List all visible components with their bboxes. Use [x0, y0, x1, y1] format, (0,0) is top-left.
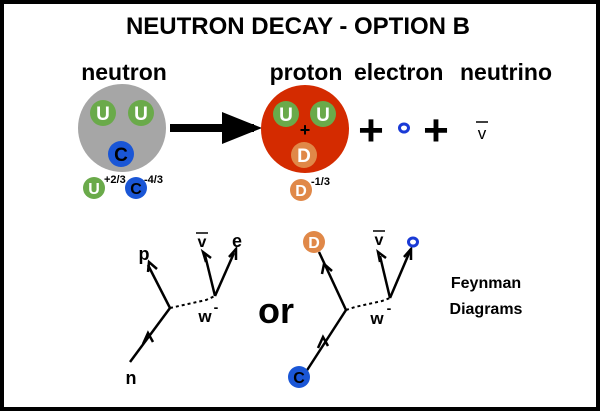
svg-text:D: D	[295, 183, 307, 200]
label-electron: electron	[354, 59, 443, 85]
proton-charge-sign: +	[300, 120, 311, 140]
feynman-right-d-quark: D	[303, 231, 325, 253]
legend-quark-d: D -1/3	[290, 176, 330, 201]
proton-quark-u2: U	[310, 101, 336, 127]
feynman-right-w-charge: -	[387, 300, 392, 316]
svg-text:U: U	[88, 181, 100, 198]
legend-quark-c: C -4/3	[125, 174, 163, 199]
reaction-arrow-head	[222, 112, 262, 144]
feynman-diagram-right: D C v w -	[288, 230, 419, 388]
feynman-left-w-charge: -	[214, 299, 219, 315]
feynman-right-w: w	[369, 309, 384, 328]
svg-text:C: C	[293, 370, 305, 387]
neutron-quark-c: C	[108, 141, 134, 167]
svg-text:v: v	[478, 124, 487, 143]
page-title: NEUTRON DECAY - OPTION B	[126, 13, 470, 40]
proton-quark-d: D	[291, 142, 317, 168]
svg-text:D: D	[308, 235, 320, 252]
svg-text:U: U	[279, 105, 293, 126]
plus-sign-1: +	[358, 106, 384, 155]
label-proton: proton	[270, 59, 343, 85]
svg-text:U: U	[96, 104, 110, 125]
feynman-left-nu: v	[198, 234, 207, 251]
feynman-right-c-quark: C	[288, 366, 310, 388]
svg-text:C: C	[130, 181, 142, 198]
svg-text:C: C	[114, 145, 128, 166]
plus-sign-2: +	[423, 106, 449, 155]
legend-quark-u: U +2/3	[83, 174, 126, 199]
feynman-left-e: e	[232, 231, 242, 251]
feynman-left-p: p	[139, 244, 150, 264]
electron-particle	[398, 122, 410, 134]
or-label: or	[258, 290, 294, 331]
proton-particle: U U + D	[261, 85, 349, 173]
antineutrino-symbol: v	[476, 121, 488, 143]
feynman-label-line1: Feynman	[451, 275, 521, 292]
charge-d: -1/3	[311, 176, 330, 188]
label-neutrino: neutrino	[460, 59, 552, 85]
label-neutron: neutron	[81, 59, 167, 85]
feynman-left-w: w	[197, 307, 212, 326]
neutron-quark-u1: U	[90, 100, 116, 126]
svg-text:U: U	[134, 104, 148, 125]
feynman-right-nu: v	[375, 232, 384, 249]
feynman-right-electron	[407, 236, 419, 248]
neutron-quark-u2: U	[128, 100, 154, 126]
panel-background	[4, 4, 596, 407]
feynman-label-line2: Diagrams	[450, 301, 523, 318]
feynman-diagram-left: p n v e w -	[126, 231, 243, 388]
neutron-particle: U U C	[78, 84, 166, 172]
svg-text:U: U	[316, 105, 330, 126]
svg-text:D: D	[297, 146, 311, 167]
charge-u: +2/3	[104, 174, 126, 186]
charge-c: -4/3	[144, 174, 163, 186]
feynman-left-n: n	[126, 368, 137, 388]
proton-quark-u1: U	[273, 101, 299, 127]
